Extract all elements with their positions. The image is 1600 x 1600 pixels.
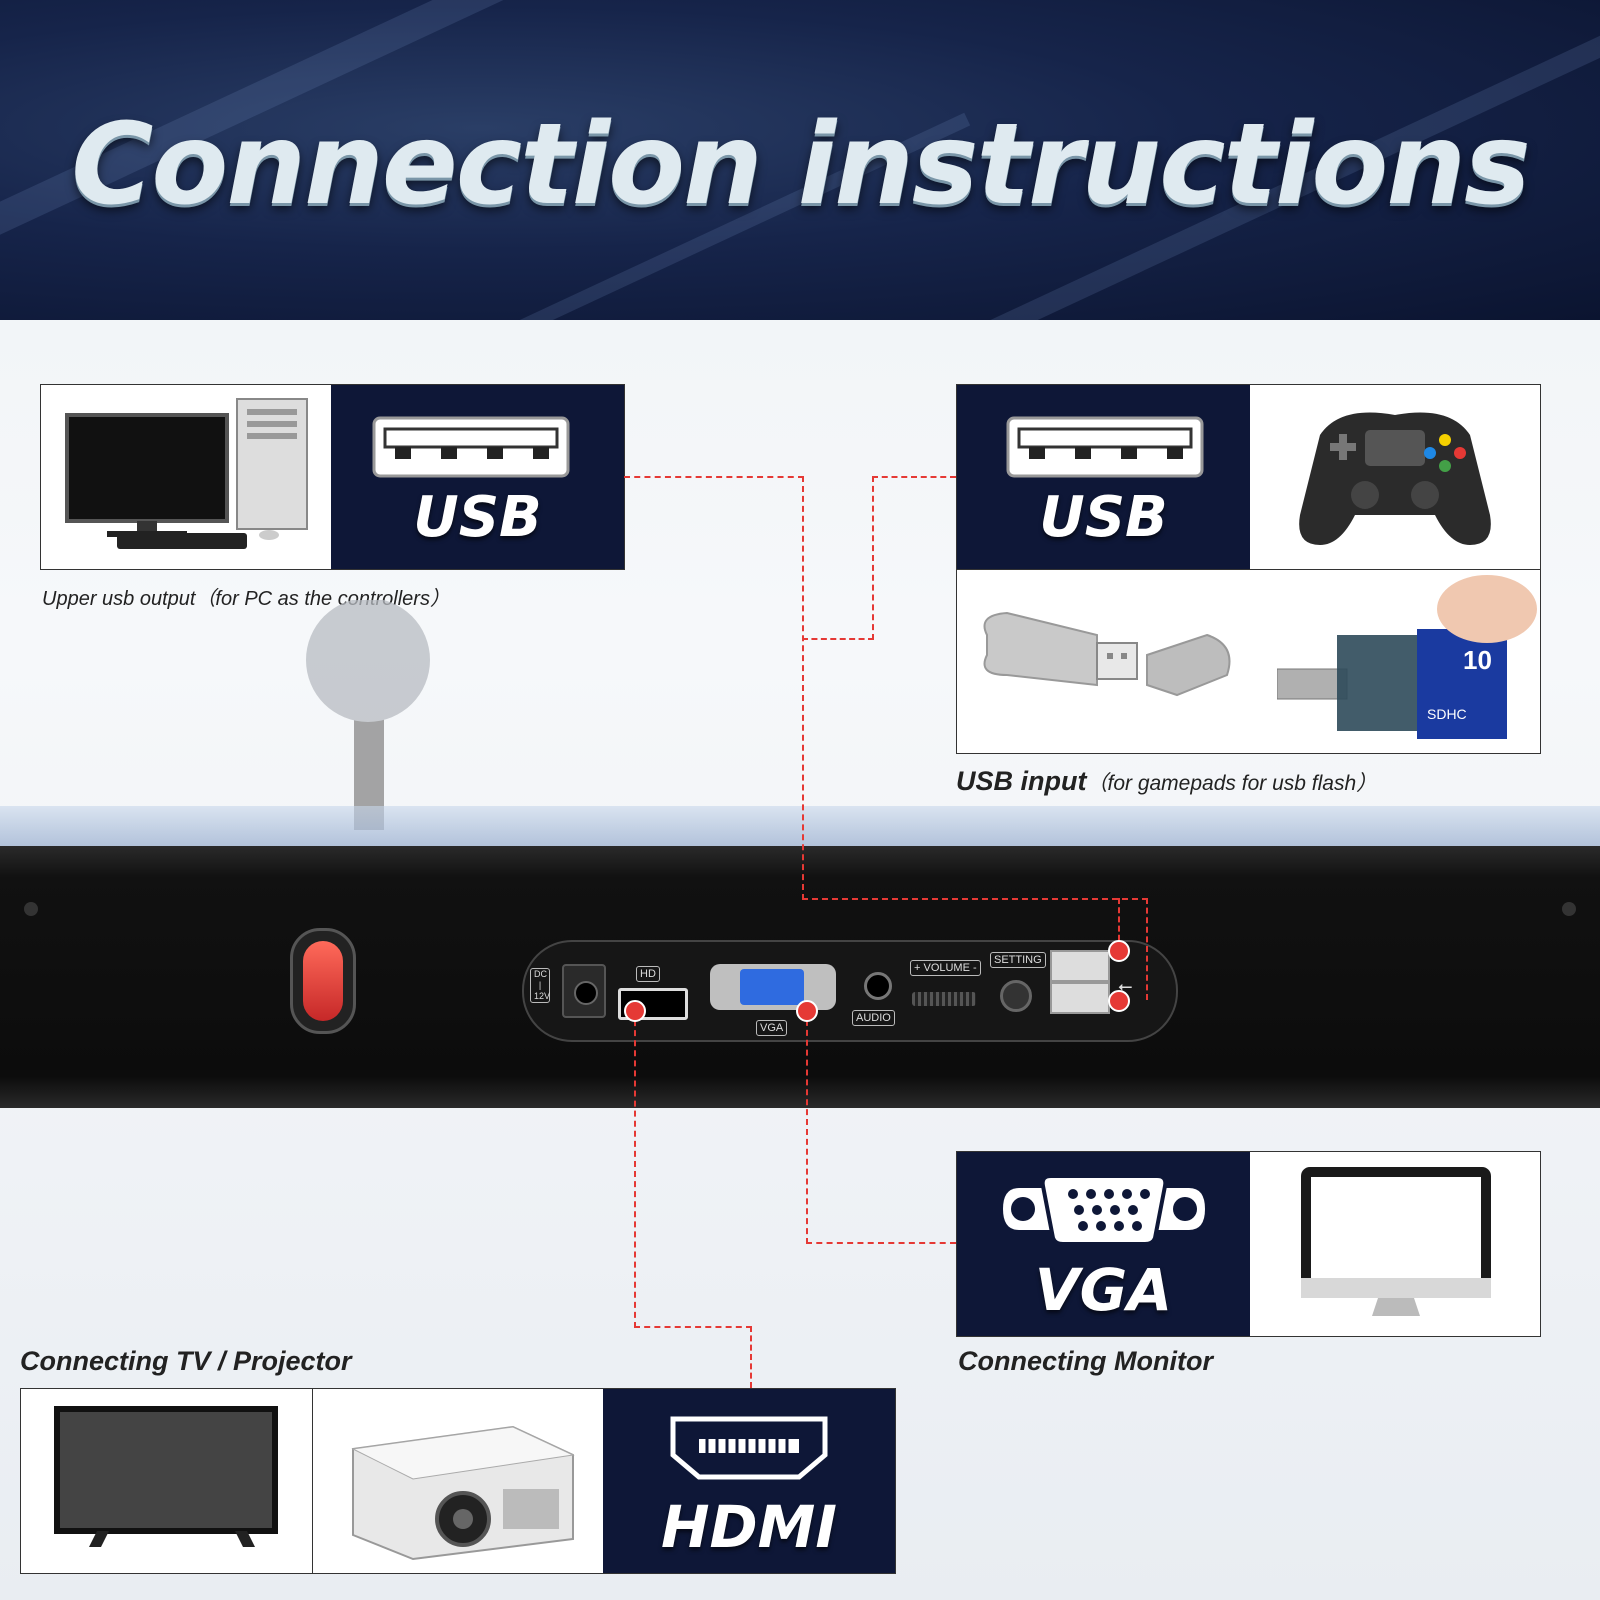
usb-port-lower[interactable] [1050,982,1110,1014]
usb-input-caption-bold: USB input [956,766,1087,796]
hdmi-caption: Connecting TV / Projector [20,1346,352,1376]
hdmi-label: HDMI [661,1493,837,1561]
usb-upper-marker [1108,940,1130,962]
connector-hdmi-horiz [634,1326,752,1328]
usb-output-box: USB [40,384,625,570]
connector-usb-input-join [802,638,874,640]
audio-port[interactable] [864,972,892,1000]
connector-usb-output [624,476,804,478]
usb-input-caption-rest: （for gamepads for usb flash） [1086,772,1378,795]
sd-card-reader-icon: 10 SDHC [1277,575,1537,739]
usb-port-icon [372,416,570,478]
hd-tag: HD [636,966,660,982]
power-switch[interactable] [290,928,356,1034]
desktop-pc-icon [65,398,308,549]
setting-button[interactable] [1000,980,1032,1012]
hdmi-connector-icon [670,1416,828,1480]
vga-connector-icon [1003,1174,1205,1246]
hdmi-marker [624,1000,646,1022]
connector-hdmi-vert [634,1010,636,1328]
usb-flash-drive-icon [983,611,1231,697]
vga-label: VGA [1034,1256,1173,1324]
vga-marker [796,1000,818,1022]
vga-badge: VGA [957,1152,1250,1336]
tv-icon [54,1406,278,1547]
usb-input-label: USB [1039,485,1168,550]
vga-box: VGA [956,1151,1541,1337]
connector-hdmi-drop [750,1326,752,1388]
connector-usb-drop2 [1146,898,1148,1000]
connector-usb-input [872,476,956,478]
connector-vga-horiz [806,1242,956,1244]
usb-port-icon [1006,416,1204,478]
usb-input-caption: USB input（for gamepads for usb flash） [956,766,1377,797]
connector-usb-input-vert [872,476,874,640]
projector-icon [351,1425,575,1561]
vga-tag: VGA [756,1020,788,1036]
hdmi-box: HDMI [20,1388,896,1574]
connector-usb-output-horiz [802,898,1148,900]
usb-input-box: USB 10 SDHC [956,384,1541,754]
volume-wheel[interactable] [912,992,976,1006]
vga-caption: Connecting Monitor [958,1346,1213,1376]
joystick-icon [306,600,430,830]
monitor-icon [1301,1167,1491,1316]
connector-usb-drop1 [1118,898,1120,950]
page-title: Connection instructions [71,100,1531,230]
dc-tag: DC | 12V [530,968,550,1003]
setting-tag: SETTING [990,952,1046,968]
title-banner: Connection instructions [0,0,1600,320]
usb-lower-marker [1108,990,1130,1012]
hdmi-badge: HDMI [603,1389,895,1573]
acrylic-edge [0,806,1600,848]
sd-brand-text: SDHC [1427,706,1467,722]
usb-output-label: USB [413,485,542,550]
connector-vga-vert [806,1010,808,1244]
vga-port[interactable] [710,964,836,1010]
sd-size-text: 10 [1463,645,1492,675]
usb-port-upper[interactable] [1050,950,1110,982]
usb-output-badge: USB [331,385,624,569]
port-plate: DC | 12V HD VGA AUDIO + VOLUME - SETTING… [522,940,1178,1042]
audio-tag: AUDIO [852,1010,895,1026]
gamepad-icon [1299,412,1491,545]
connector-usb-output-vert [802,476,804,900]
usb-input-badge: USB [957,385,1250,569]
volume-tag: + VOLUME - [910,960,981,976]
dc-power-port[interactable] [562,964,606,1018]
